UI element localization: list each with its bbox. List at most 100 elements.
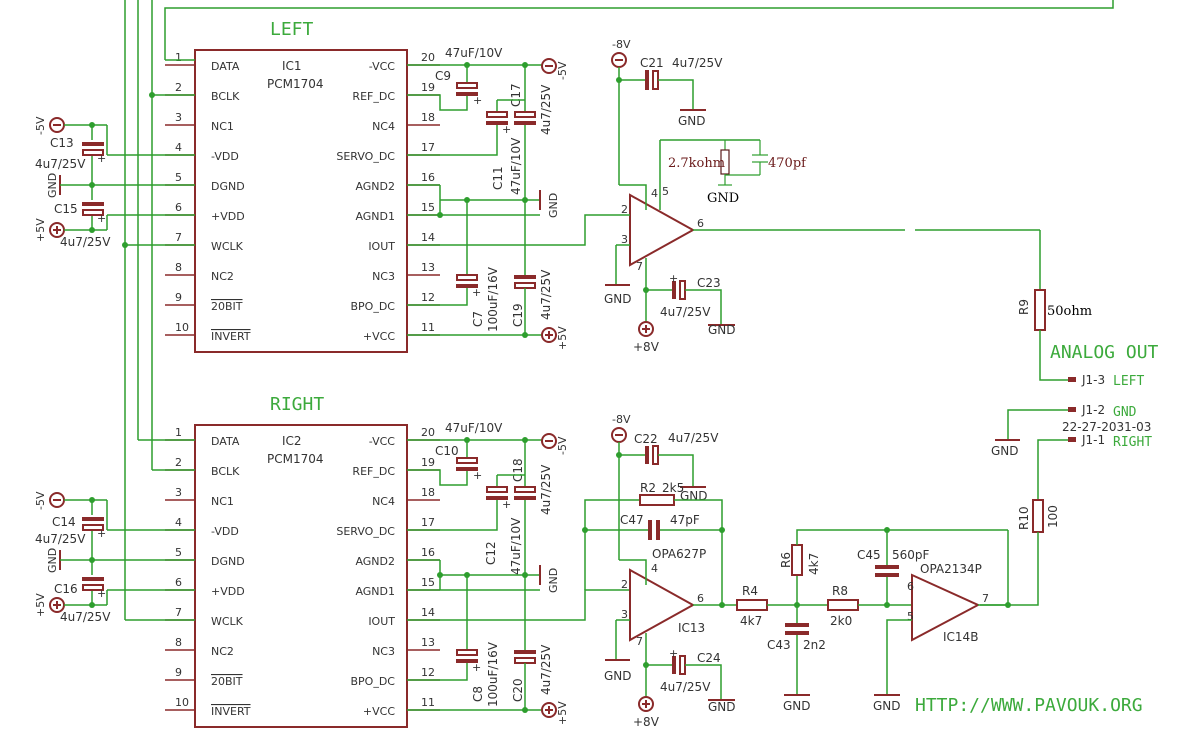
svg-text:+VDD: +VDD [211, 210, 245, 223]
c8-label: C8 [471, 686, 485, 702]
c13-value: 4u7/25V [35, 157, 86, 171]
svg-text:3: 3 [175, 111, 182, 124]
svg-text:+: + [502, 123, 511, 136]
ic-pin: 20-VCC [369, 426, 440, 448]
ic-pin: 20-VCC [369, 51, 440, 73]
svg-text:13: 13 [421, 261, 435, 274]
ic2-pins: 1DATA2BCLK3NC14-VDD5DGND6+VDD7WCLK8NC292… [165, 426, 440, 718]
svg-text:BCLK: BCLK [211, 465, 240, 478]
svg-text:+: + [669, 647, 678, 660]
p8-label-r: +8V [633, 715, 660, 729]
j12-label: J1-2 [1081, 403, 1105, 417]
svg-text:2: 2 [621, 203, 628, 216]
svg-text:19: 19 [421, 81, 435, 94]
ic-pin: 4-VDD [165, 141, 239, 163]
svg-text:6: 6 [175, 201, 182, 214]
svg-text:17: 17 [421, 516, 435, 529]
svg-text:7: 7 [175, 606, 182, 619]
opa627-label: OPA627P [652, 547, 706, 561]
gnd-label-r1: GND [46, 548, 59, 573]
left-supply-decoupling: -5V + C13 4u7/25V GND + C15 4u7/25V +5V [34, 116, 195, 249]
c47-label: C47 [620, 513, 644, 527]
ic2-ref: IC2 [282, 434, 302, 448]
right-ic2-right-side: 47uF/10V C10 -5V + C18 4u7/25V + C12 47u… [407, 421, 630, 725]
svg-text:+VDD: +VDD [211, 585, 245, 598]
svg-text:AGND1: AGND1 [355, 210, 395, 223]
c45-value: 560pF [892, 548, 930, 562]
j12-name: GND [1113, 405, 1137, 420]
svg-text:AGND1: AGND1 [355, 585, 395, 598]
c19-label: C19 [511, 303, 525, 327]
c10-label: C10 [435, 444, 459, 458]
c43-value: 2n2 [803, 638, 826, 652]
svg-text:IOUT: IOUT [368, 240, 395, 253]
svg-text:REF_DC: REF_DC [352, 90, 395, 103]
ic13-label: IC13 [678, 621, 705, 635]
ic2-body [194, 424, 408, 728]
svg-text:4: 4 [651, 187, 658, 200]
svg-text:DATA: DATA [211, 60, 240, 73]
r2-value: 2k5 [662, 481, 684, 495]
svg-text:-VCC: -VCC [369, 60, 396, 73]
svg-text:11: 11 [421, 696, 435, 709]
c17-label: C17 [509, 83, 523, 107]
svg-text:3: 3 [175, 486, 182, 499]
c16-label: C16 [54, 582, 78, 596]
c22-label: C22 [634, 432, 658, 446]
r2-label: R2 [640, 481, 656, 495]
bus-connections [122, 59, 195, 621]
svg-text:6: 6 [907, 580, 914, 593]
svg-text:WCLK: WCLK [211, 240, 244, 253]
svg-text:2: 2 [175, 456, 182, 469]
ic-pin: 11+VCC [363, 321, 440, 343]
right-output-stage: -8V C22 4u7/25V GND R2 2k5 C47 47pF OPA6… [582, 413, 1011, 729]
svg-text:5: 5 [662, 185, 669, 198]
ic1-part: PCM1704 [267, 77, 324, 91]
gnd-label-ic14: GND [873, 699, 901, 713]
svg-text:BPO_DC: BPO_DC [351, 300, 396, 313]
c20-label: C20 [511, 678, 525, 702]
m5-label-1: -5V [34, 116, 47, 135]
gnd-label-c23: GND [708, 323, 736, 337]
ic1-pins: 1DATA2BCLK3NC14-VDD5DGND6+VDD7WCLK8NC292… [165, 51, 440, 343]
svg-text:3: 3 [621, 233, 628, 246]
ic-pin: 6 +VDD [165, 201, 245, 223]
svg-text:18: 18 [421, 486, 435, 499]
svg-text:+: + [473, 469, 482, 482]
c14-label: C14 [52, 515, 76, 529]
svg-text:4: 4 [651, 562, 658, 575]
svg-text:2: 2 [175, 81, 182, 94]
c18-label: C18 [511, 458, 525, 482]
r4-value: 4k7 [740, 614, 762, 628]
r10-label: R10 [1017, 506, 1031, 530]
svg-text:8: 8 [175, 636, 182, 649]
m5-label-2: -5V [34, 491, 47, 510]
m8-label-l: -8V [612, 38, 631, 51]
svg-text:5: 5 [175, 171, 182, 184]
gnd-label-j12: GND [991, 444, 1019, 458]
p5-label-r3: +5V [556, 701, 569, 725]
svg-text:+: + [97, 527, 106, 540]
cfb-value: 470pf [768, 156, 807, 171]
svg-text:15: 15 [421, 201, 435, 214]
p5-label-r1: +5V [556, 326, 569, 350]
c8-value: 100uF/16V [486, 641, 500, 707]
r8-label: R8 [832, 584, 848, 598]
left-section-title: LEFT [270, 19, 314, 40]
svg-text:DGND: DGND [211, 180, 245, 193]
gnd-label-r2: GND [547, 568, 560, 593]
ic1-body [194, 49, 408, 353]
